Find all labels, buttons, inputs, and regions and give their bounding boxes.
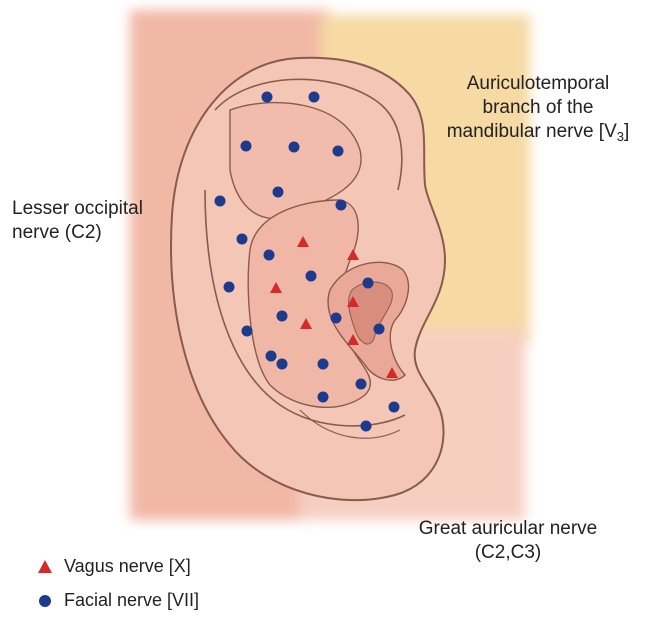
facial-marker (305, 270, 317, 282)
auriculotemporal-line3-suffix: ] (624, 121, 630, 142)
facial-marker (360, 420, 372, 432)
red-triangle-icon (38, 559, 52, 573)
facial-marker (355, 378, 367, 390)
great-auricular-line2: (C2,C3) (474, 542, 542, 563)
vagus-marker (347, 249, 359, 260)
facial-marker (261, 91, 273, 103)
facial-marker (388, 401, 400, 413)
legend-vagus-label: Vagus nerve [X] (64, 556, 191, 576)
facial-marker (373, 323, 385, 335)
lesser-occipital-label: Lesser occipital nerve (C2) (12, 197, 143, 245)
blue-dot-icon (39, 594, 51, 607)
vagus-marker (297, 236, 309, 247)
triangular-fossa (229, 101, 362, 219)
vagus-marker (386, 367, 398, 378)
facial-marker (272, 186, 284, 198)
great-auricular-line1: Great auricular nerve (418, 518, 598, 539)
helix-rim (214, 78, 403, 191)
vagus-marker (347, 296, 359, 307)
facial-marker (335, 199, 347, 211)
facial-marker (288, 141, 300, 153)
vagus-marker (300, 318, 312, 329)
vagus-marker (347, 334, 359, 345)
facial-marker (317, 391, 329, 403)
auriculotemporal-line3-sub: 3 (616, 129, 624, 144)
facial-marker (240, 140, 252, 152)
facial-marker (223, 281, 235, 293)
facial-marker (241, 325, 253, 337)
legend-vagus: Vagus nerve [X] (36, 556, 191, 577)
facial-marker (362, 277, 374, 289)
facial-marker (308, 91, 320, 103)
facial-marker (214, 195, 226, 207)
facial-marker (317, 358, 329, 370)
facial-nerve-markers (214, 91, 400, 432)
legend-facial-label: Facial nerve [VII] (64, 590, 200, 610)
facial-marker (332, 145, 344, 157)
vagus-nerve-markers (270, 236, 398, 378)
vagus-marker (270, 282, 282, 293)
ear-canal (348, 281, 393, 345)
lesser-occipital-line1: Lesser occipital (12, 198, 143, 219)
facial-marker (265, 350, 277, 362)
facial-marker (276, 358, 288, 370)
auriculotemporal-label: Auriculotemporal branch of the mandibula… (428, 72, 648, 149)
facial-marker (236, 233, 248, 245)
legend-facial: Facial nerve [VII] (36, 590, 199, 611)
facial-marker (330, 312, 342, 324)
facial-marker (276, 310, 288, 322)
auriculotemporal-line3-prefix: mandibular nerve [V (446, 121, 617, 142)
auriculotemporal-line3: mandibular nerve [V3] (428, 120, 648, 149)
great-auricular-label: Great auricular nerve (C2,C3) (388, 517, 628, 565)
auriculotemporal-line1: Auriculotemporal (466, 73, 610, 94)
lobule-fold (299, 409, 401, 439)
lesser-occipital-line2: nerve (C2) (12, 222, 102, 243)
facial-marker (263, 249, 275, 261)
auriculotemporal-line2: branch of the (482, 97, 594, 118)
